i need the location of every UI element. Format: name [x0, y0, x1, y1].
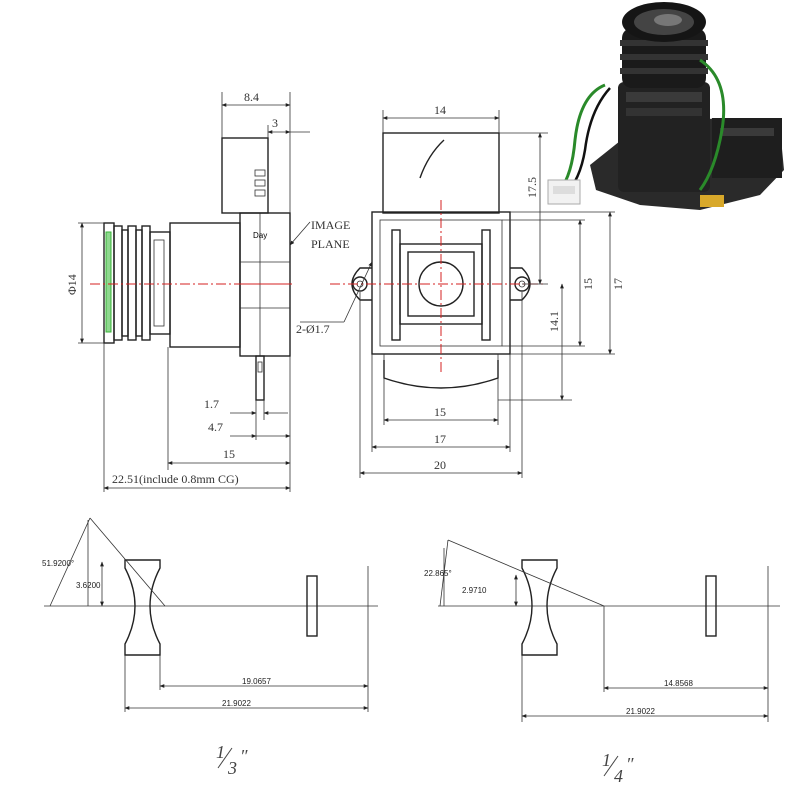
format-unit-left: ″ — [240, 746, 248, 766]
dim-22-51: 22.51(include 0.8mm CG) — [112, 472, 239, 486]
lens-glass — [105, 231, 112, 333]
lens-element-left — [124, 559, 161, 656]
optics-diagram-left: 51.9200° 3.6200 19.0657 21.9022 1 3 ″ — [42, 517, 378, 778]
height-right: 2.9710 — [462, 586, 487, 595]
dim-17-5: 17.5 — [525, 177, 539, 198]
len-short-right: 14.8568 — [664, 679, 693, 688]
dim-holes: 2-Ø1.7 — [296, 322, 330, 336]
dim-15-side: 15 — [223, 447, 235, 461]
len-long-left: 21.9022 — [222, 699, 251, 708]
camera-lens-mount-photo-icon — [547, 2, 784, 210]
dim-bottom-17: 17 — [434, 432, 446, 446]
dim-14-1: 14.1 — [547, 311, 561, 332]
image-plane-label-1: IMAGE — [311, 218, 350, 232]
dim-1-7: 1.7 — [204, 397, 219, 411]
dim-bottom-15: 15 — [434, 405, 446, 419]
image-plane-label-2: PLANE — [311, 237, 350, 251]
angle-left: 51.9200° — [42, 559, 74, 568]
format-num-left: 1 — [216, 742, 225, 762]
dim-right-15: 15 — [581, 278, 595, 290]
dim-top-total: 8.4 — [244, 90, 259, 104]
format-unit-right: ″ — [626, 754, 634, 774]
dim-diameter: Φ14 — [65, 274, 79, 295]
side-view: Day 8.4 3 IMAGE PLANE Φ14 1.7 — [65, 90, 350, 492]
len-short-left: 19.0657 — [242, 677, 271, 686]
optics-diagram-right: 22.865° 2.9710 14.8568 21.9022 1 4 ″ — [424, 539, 780, 786]
dim-front-top: 14 — [434, 103, 446, 117]
lens-element-right — [521, 559, 558, 656]
format-den-right: 4 — [614, 766, 623, 786]
sticker-label: Day — [253, 231, 267, 240]
front-view: 14 17.5 15 17 14.1 2-Ø1.7 15 17 20 — [296, 103, 625, 478]
format-num-right: 1 — [602, 750, 611, 770]
dim-bottom-20: 20 — [434, 458, 446, 472]
dim-right-17: 17 — [611, 278, 625, 290]
height-left: 3.6200 — [76, 581, 101, 590]
dim-4-7: 4.7 — [208, 420, 223, 434]
angle-right: 22.865° — [424, 569, 452, 578]
dim-top-small: 3 — [272, 116, 278, 130]
len-long-right: 21.9022 — [626, 707, 655, 716]
format-den-left: 3 — [227, 758, 237, 778]
